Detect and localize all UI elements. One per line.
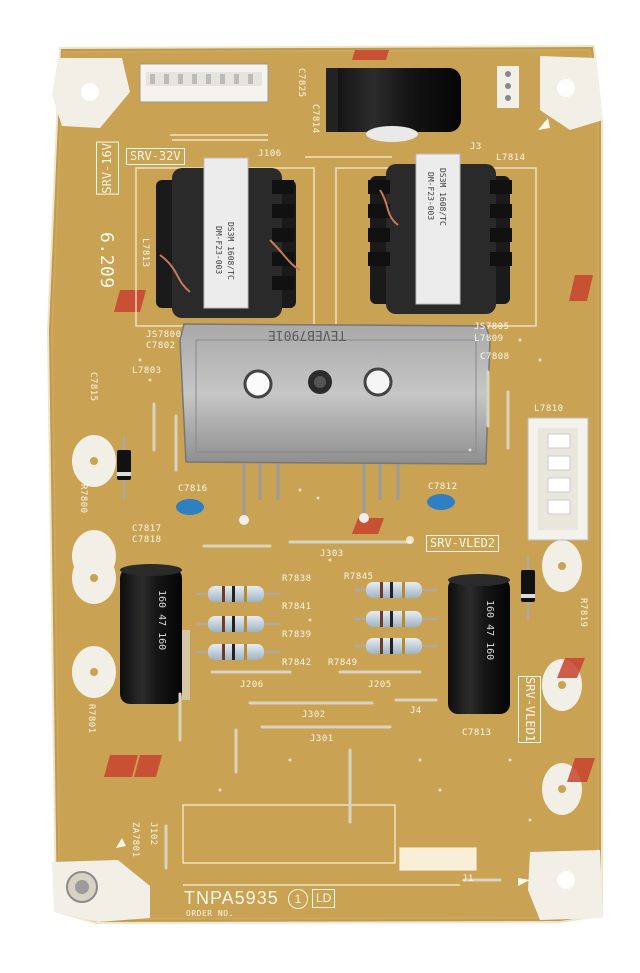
ref-js7800: JS7800 (146, 330, 182, 340)
ref-r7845: R7845 (344, 572, 374, 582)
electrolytic-capacitor-left (120, 564, 190, 704)
cap-left-marking: 160 47 160 (156, 590, 167, 651)
label-srv-32v: SRV-32V (126, 148, 185, 165)
cap-right-marking: 160 47 160 (484, 600, 495, 661)
ref-j301: J301 (310, 734, 334, 744)
ref-j303: J303 (320, 549, 344, 559)
jumper-wires (152, 370, 510, 882)
mounting-hole-top-right (540, 56, 603, 130)
ref-za7801: ZA7801 (130, 822, 140, 858)
label-srv-vled2: SRV-VLED2 (426, 535, 500, 552)
logo-marks (104, 50, 595, 782)
transformer-left-sub: DS3M 1608/TC (226, 222, 235, 280)
ref-l7810: L7810 (534, 404, 564, 414)
heatsink-code: TEVEB7901E (268, 327, 347, 342)
ref-r7801: R7801 (86, 704, 96, 734)
ref-l7809: L7809 (474, 334, 504, 344)
ref-j206: J206 (240, 680, 264, 690)
electrolytic-capacitor-right (448, 574, 510, 714)
ref-j302: J302 (302, 710, 326, 720)
blue-capacitors (176, 494, 455, 515)
transformer-right-sub: DS3M 1608/TC (438, 168, 447, 226)
diode-left (117, 436, 131, 500)
ref-l7814: L7814 (496, 153, 526, 163)
ref-c7825: C7825 (296, 68, 306, 98)
ref-j3: J3 (470, 142, 482, 152)
top-capacitor (326, 68, 461, 142)
label-srv-vled1: SRV-VLED1 (518, 676, 541, 744)
ref-r7849: R7849 (328, 658, 358, 668)
top-connector (139, 63, 269, 103)
resistors (196, 582, 438, 660)
diode-right (521, 556, 535, 620)
ref-l7803: L7803 (132, 366, 162, 376)
heatsink (179, 323, 491, 525)
ref-js7805: JS7805 (474, 322, 510, 332)
ref-c7813: C7813 (462, 728, 492, 738)
transformer-right (368, 153, 512, 314)
ref-j1: J1 (462, 874, 474, 884)
ref-c7818: C7818 (132, 535, 162, 545)
date-code: 6.209 (96, 232, 117, 289)
ref-r7841: R7841 (282, 602, 312, 612)
ref-j102: J102 (148, 822, 158, 846)
mounting-hole-bottom-left (52, 860, 150, 922)
ref-c7812: C7812 (428, 482, 458, 492)
board-part-number: TNPA5935 (184, 888, 279, 908)
silk-arrows (116, 118, 550, 886)
right-connector (527, 417, 589, 541)
transformer-left-code: DM-F23-003 (214, 226, 223, 275)
ref-j106: J106 (258, 149, 282, 159)
transformer-right-code: DM-F23-003 (426, 172, 435, 221)
pcb-board (48, 46, 601, 923)
ref-c7802: C7802 (146, 341, 176, 351)
board-suffix: LD (312, 889, 336, 908)
label-srv-16v: SRV-16V (96, 142, 119, 195)
mounting-hole-top-left (52, 58, 130, 128)
ref-c7814: C7814 (310, 104, 320, 134)
transformer-left (156, 157, 301, 318)
ref-r7842: R7842 (282, 658, 312, 668)
ref-c7817: C7817 (132, 524, 162, 534)
order-number-label: ORDER NO. (186, 909, 234, 918)
ref-j4: J4 (410, 706, 422, 716)
mounting-hole-bottom-right (528, 850, 603, 920)
small-connector-top-right (497, 66, 519, 108)
ref-j205: J205 (368, 680, 392, 690)
solder-dots (138, 338, 542, 822)
ref-r7838: R7838 (282, 574, 312, 584)
ref-c7808: C7808 (480, 352, 510, 362)
ref-c7815: C7815 (88, 372, 98, 402)
ref-r7800: R7800 (78, 484, 88, 514)
ref-l7813: L7813 (140, 238, 150, 268)
ref-c7816: C7816 (178, 484, 208, 494)
ref-r7819: R7819 (578, 598, 588, 628)
ref-r7839: R7839 (282, 630, 312, 640)
revision-circle: 1 (288, 889, 308, 909)
